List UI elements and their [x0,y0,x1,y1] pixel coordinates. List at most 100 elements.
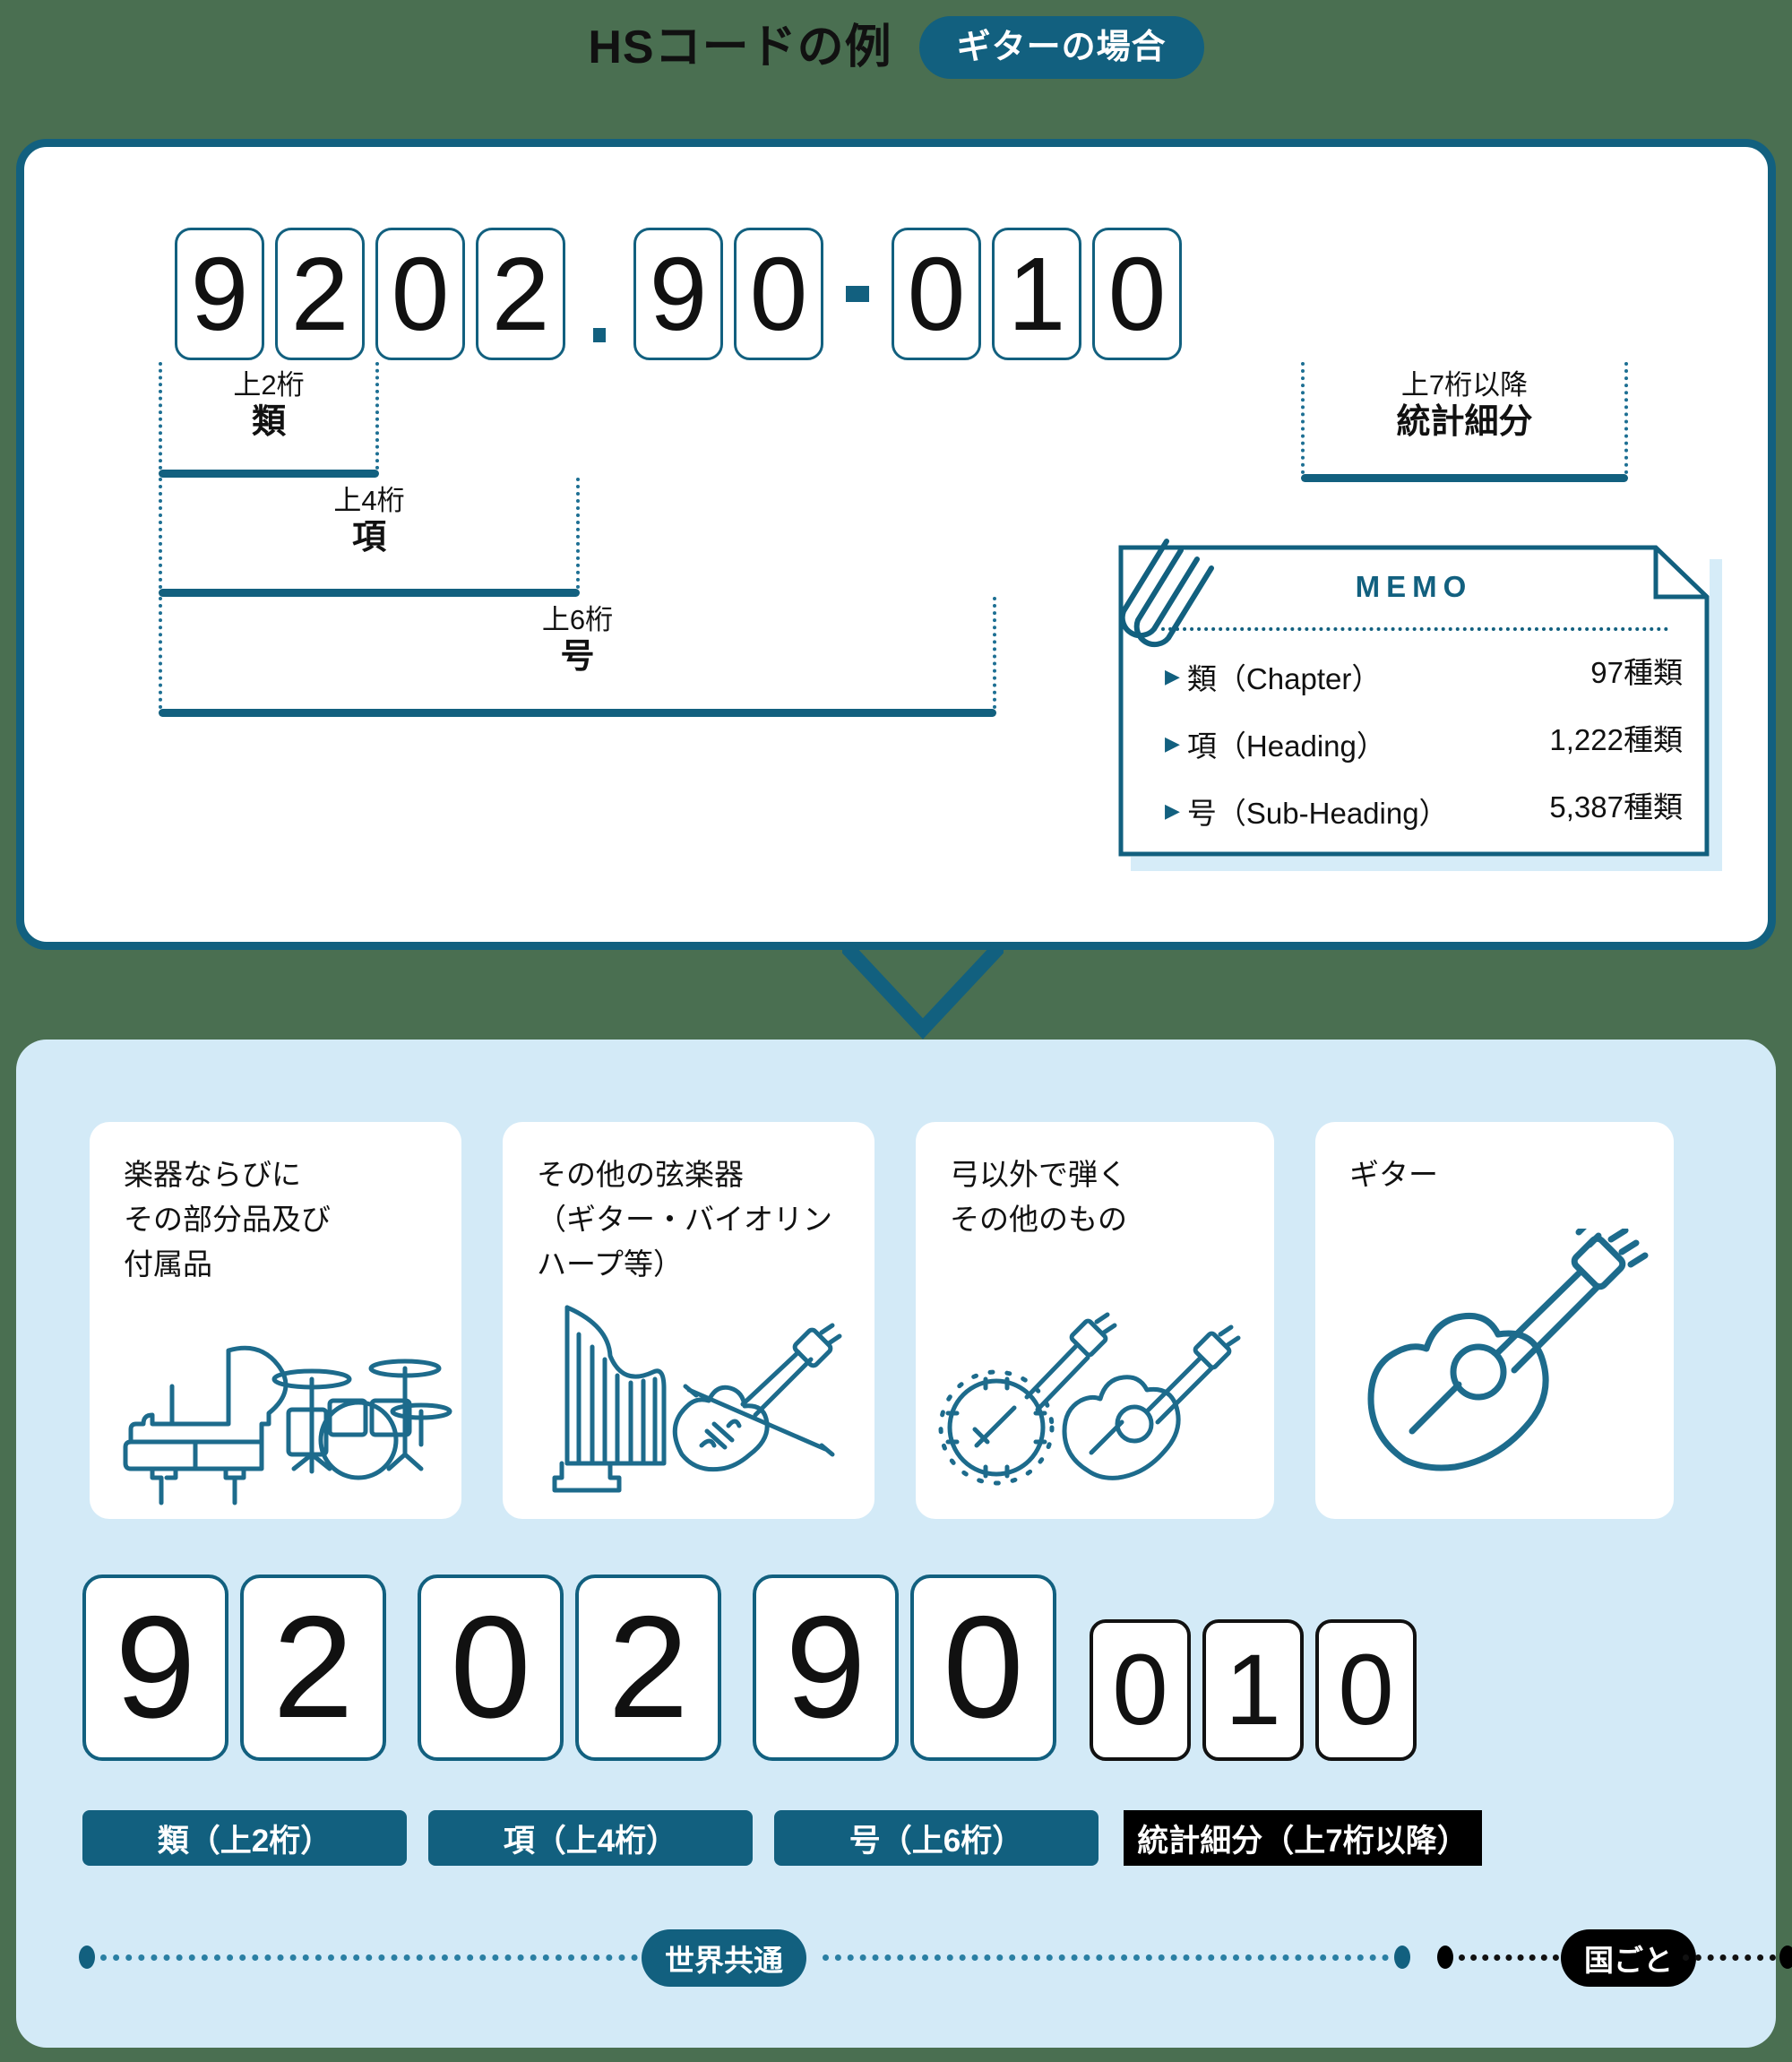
category-line: （ギター・バイオリン [537,1203,832,1237]
bracket-name: 項 [351,518,386,556]
paperclip-icon [1119,539,1214,648]
bracket-range: 上7桁以降 [1400,369,1529,401]
group-label-subheading: 号（上6桁） [774,1810,1098,1866]
title-badge: ギターの場合 [918,16,1204,79]
code-digit: 2 [275,228,365,360]
group-label-heading: 項（上4桁） [428,1810,753,1866]
category-line: ギター [1349,1158,1438,1191]
memo-row: ▶ 項（Heading） 1,222種類 [1165,716,1683,765]
code-digit: 1 [992,228,1081,360]
memo-body: MEMO ▶ 類（Chapter） 97種類 ▶ 項（Heading） 1,22… [1118,545,1710,857]
result-group-subheading: 9 0 [753,1575,1068,1761]
result-digit: 2 [240,1575,386,1761]
bracket-heading: 上4桁 項 [159,478,580,597]
bracket-range: 上4桁 [333,485,405,516]
result-digit: 9 [82,1575,228,1761]
triangle-bullet-icon: ▶ [1165,665,1180,687]
memo-card: MEMO ▶ 類（Chapter） 97種類 ▶ 項（Heading） 1,22… [1118,539,1727,876]
category-card-plucked: 弓以外で弾く その他のもの [916,1122,1274,1519]
triangle-bullet-icon: ▶ [1165,799,1180,822]
result-digit: 0 [910,1575,1056,1761]
result-digit: 2 [575,1575,721,1761]
memo-title: MEMO [1355,570,1473,603]
group-label-chapter: 類（上2桁） [82,1810,407,1866]
memo-row: ▶ 号（Sub-Heading） 5,387種類 [1165,783,1683,833]
legend-pill-country: 国ごと [1561,1929,1696,1987]
bracket-chapter: 上2桁 類 [159,362,379,478]
legend-endpoint-dot [1437,1946,1453,1969]
group-label-statistical: 統計細分（上7桁以降） [1124,1810,1482,1866]
legend-endpoint-dot [1779,1946,1792,1969]
memo-outline-icon [1118,545,1710,857]
bracket-subheading: 上6桁 号 [159,597,996,717]
result-group-chapter: 9 2 [82,1575,398,1761]
guitar-icon [1367,1229,1649,1471]
result-digit: 9 [753,1575,899,1761]
piano-and-drum-kit-icon [123,1345,452,1506]
bracket-name: 統計細分 [1396,402,1533,441]
group-label-row: 類（上2桁） 項（上4桁） 号（上6桁） 統計細分（上7桁以降） [82,1810,1482,1866]
triangle-bullet-icon: ▶ [1165,732,1180,755]
category-card-list: 楽器ならびに その部分品及び 付属品 [90,1122,1674,1519]
memo-row-label: 類（Chapter） [1186,662,1382,695]
memo-row: ▶ 類（Chapter） 97種類 [1165,649,1683,698]
result-digit: 0 [418,1575,564,1761]
code-digit: 9 [175,228,264,360]
result-digit-small: 0 [1315,1619,1417,1761]
category-card-text: 弓以外で弾く その他のもの [950,1152,1260,1242]
memo-row-value: 5,387種類 [1549,790,1683,824]
code-digit: 2 [476,228,565,360]
category-card-guitar: ギター [1315,1122,1674,1519]
category-card-text: 楽器ならびに その部分品及び 付属品 [124,1152,447,1287]
category-line: その他のもの [950,1203,1127,1237]
memo-rows: ▶ 類（Chapter） 97種類 ▶ 項（Heading） 1,222種類 ▶… [1165,649,1683,850]
bubble-tail-icon [842,943,1004,1040]
period-separator [576,228,623,360]
legend-pill-global: 世界共通 [642,1929,806,1987]
code-breakdown-card: 9 2 0 2 9 0 0 1 0 上2桁 類 上4 [16,139,1776,950]
memo-row-label: 号（Sub-Heading） [1186,797,1449,830]
hyphen-separator [834,228,881,360]
category-card-text: ギター [1349,1152,1659,1197]
code-digit: 0 [892,228,981,360]
legend-line [100,1954,638,1961]
memo-row-label: 項（Heading） [1186,729,1386,763]
harp-and-violin-icon [552,1305,842,1493]
result-group-statistical: 0 1 0 [1090,1575,1428,1761]
code-digit: 0 [375,228,465,360]
legend-line [1459,1954,1559,1961]
page-title: HSコードの例 [588,22,892,73]
memo-divider [1161,627,1668,631]
category-card-instruments: 楽器ならびに その部分品及び 付属品 [90,1122,461,1519]
category-line: 付属品 [124,1247,212,1281]
memo-row-value: 1,222種類 [1549,723,1683,756]
code-digit: 9 [633,228,723,360]
code-digit-row: 9 2 0 2 9 0 0 1 0 [175,228,1193,360]
category-line: その他の弦楽器 [537,1158,744,1191]
result-digit-row: 9 2 0 2 9 0 0 1 0 [82,1575,1428,1761]
code-digit: 0 [1092,228,1182,360]
legend-line [1683,1954,1776,1961]
result-group-heading: 0 2 [418,1575,733,1761]
memo-row-value: 97種類 [1590,656,1683,689]
result-digit-small: 1 [1202,1619,1304,1761]
result-digit-small: 0 [1090,1619,1191,1761]
title-row: HSコードの例 ギターの場合 [0,16,1792,79]
legend-endpoint-dot [1394,1946,1410,1969]
bracket-name: 号 [560,637,595,676]
legend-line [823,1954,1389,1961]
bracket-name: 類 [251,402,286,441]
category-card-string-instruments: その他の弦楽器 （ギター・バイオリン ハープ等） [503,1122,874,1519]
banjo-and-guitar-icon [938,1312,1241,1486]
bracket-range: 上2桁 [233,369,305,401]
category-line: ハープ等） [537,1247,684,1281]
code-digit: 0 [734,228,823,360]
category-line: その部分品及び [124,1203,331,1237]
scope-legend: 世界共通 国ごと [79,1927,1792,1989]
legend-endpoint-dot [79,1946,95,1969]
bracket-statistical: 上7桁以降 統計細分 [1301,362,1628,482]
bracket-range: 上6桁 [541,604,614,635]
category-line: 楽器ならびに [124,1158,301,1191]
category-line: 弓以外で弾く [950,1158,1127,1191]
